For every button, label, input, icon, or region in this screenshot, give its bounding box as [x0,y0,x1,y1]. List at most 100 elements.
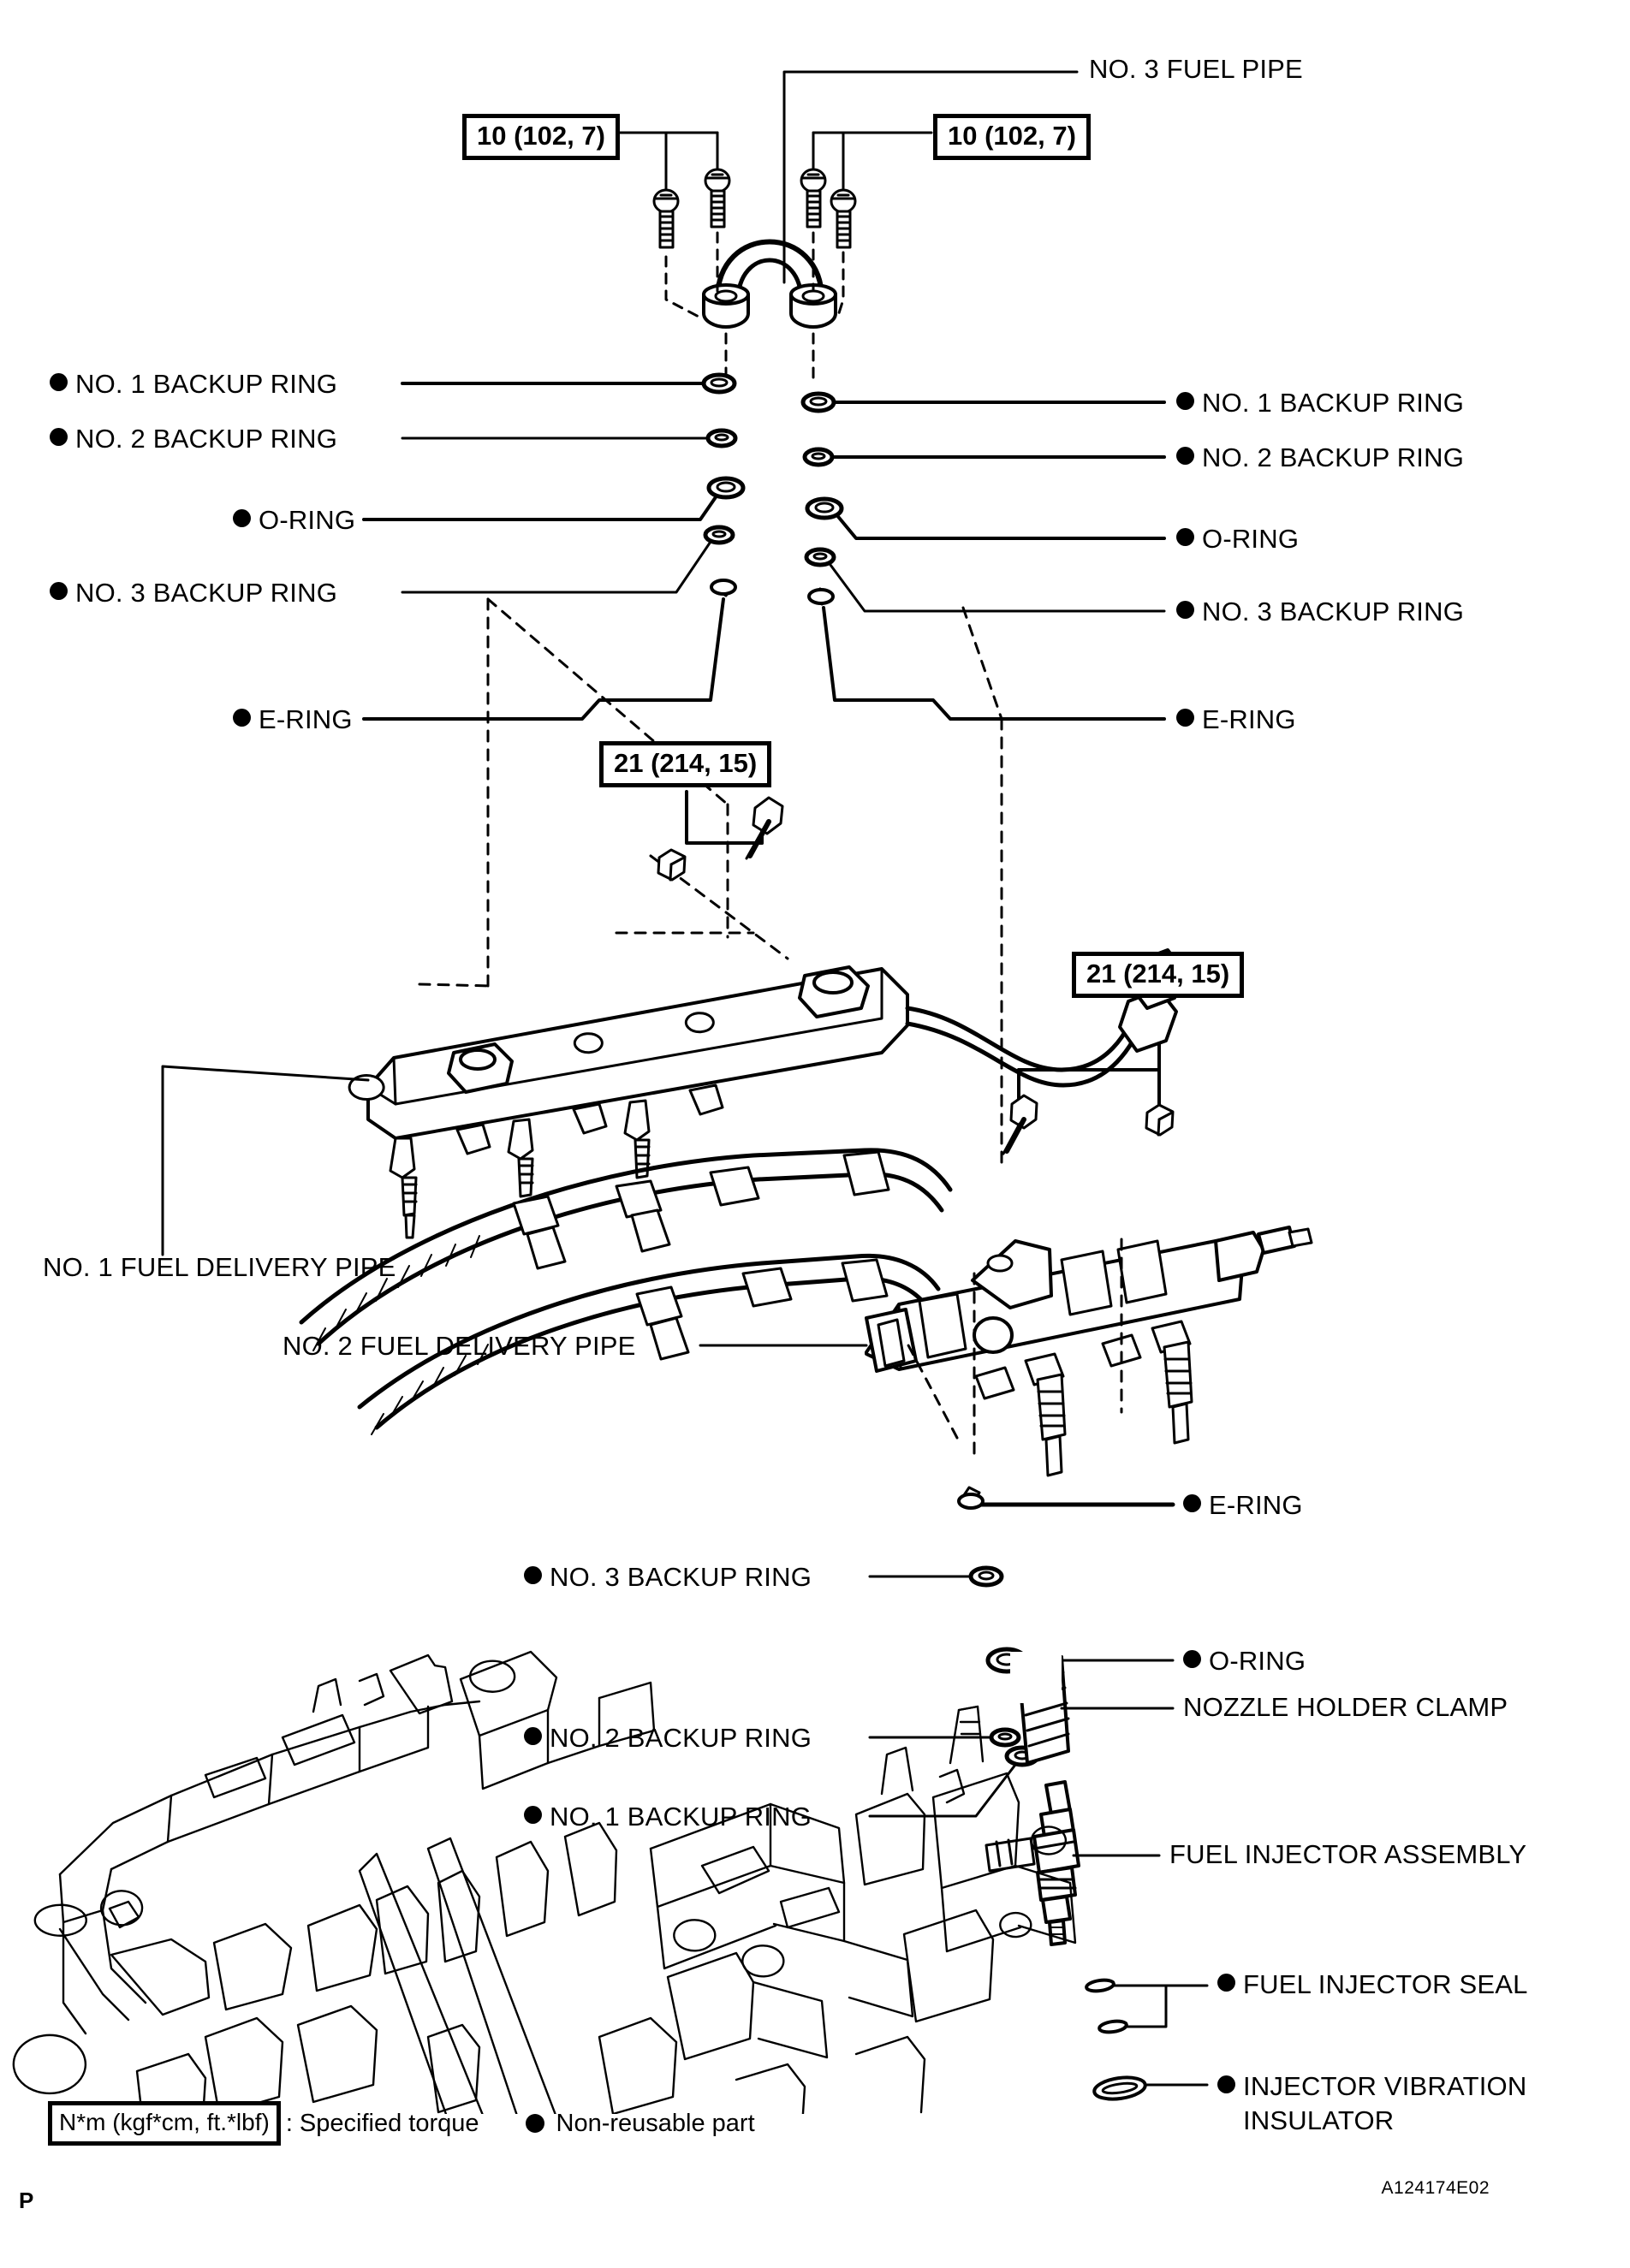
torque-value: 10 (102, 7) [477,121,605,151]
leader-no1-delivery-pipe [161,1065,370,1256]
callout-label: NOZZLE HOLDER CLAMP [1183,1692,1508,1722]
callout-label: NO. 2 FUEL DELIVERY PIPE [283,1331,636,1361]
leader-torque-mid [685,790,764,845]
callout-right-o-ring: O-RING [1176,525,1299,554]
non-reusable-bullet-icon [1183,1650,1201,1668]
non-reusable-bullet-icon [524,1806,542,1824]
callout-lower-no1-backup-ring: NO. 1 BACKUP RING [524,1802,812,1832]
callout-label: O-RING [1202,524,1300,554]
callout-label: NO. 1 BACKUP RING [1202,388,1465,418]
callout-right-e-ring: E-RING [1176,705,1296,734]
callout-label: O-RING [259,505,356,535]
callout-label: NO. 3 BACKUP RING [75,578,338,608]
callout-fuel-injector-seal: FUEL INJECTOR SEAL [1217,1970,1528,1999]
callout-left-no1-backup-ring: NO. 1 BACKUP RING [50,370,337,399]
callout-no1-fuel-delivery-pipe: NO. 1 FUEL DELIVERY PIPE [43,1253,396,1282]
callout-injector-vibration-insulator: INJECTOR VIBRATION INSULATOR [1217,2069,1585,2138]
non-reusable-bullet-icon [233,709,251,727]
leader-right-o-ring [805,496,1166,540]
non-reusable-bullet-icon [50,373,68,391]
non-reusable-bullet-icon [50,582,68,600]
torque-box-4: 21 (214, 15) [1072,952,1245,998]
callout-right-no2-backup-ring: NO. 2 BACKUP RING [1176,443,1464,472]
leader-right-no3-backup-ring [804,547,1166,613]
callout-label: NO. 1 FUEL DELIVERY PIPE [43,1252,396,1282]
nut-right-lower [1145,1103,1175,1137]
callout-right-no3-backup-ring: NO. 3 BACKUP RING [1176,597,1464,626]
torque-box-1: 10 (102, 7) [462,114,620,160]
non-reusable-bullet-icon [233,509,251,527]
leader-right-e-ring [807,587,1166,721]
assembly-dashes-no2-pipe [906,1238,1123,1457]
leader-left-no2-backup-ring [401,428,738,448]
callout-lower-no2-backup-ring: NO. 2 BACKUP RING [524,1724,812,1753]
torque-value: 10 (102, 7) [948,121,1076,151]
non-reusable-bullet-icon [1176,528,1194,546]
callout-label: FUEL INJECTOR SEAL [1243,1969,1528,1999]
leader-lower-e-ring [957,1486,1175,1510]
leader-lower-no2-backup-ring [868,1727,1021,1748]
non-reusable-bullet-icon [1176,601,1194,619]
fuel-injector-assembly-part [985,1780,1080,1946]
callout-lower-no3-backup-ring: NO. 3 BACKUP RING [524,1563,812,1592]
legend-non-reusable: Non-reusable part [525,2110,755,2138]
callout-label: E-RING [1202,704,1296,734]
callout-lower-e-ring: E-RING [1183,1491,1303,1520]
callout-label: E-RING [1209,1490,1303,1520]
leader-torque-right-top [812,131,933,193]
callout-nozzle-holder-clamp: NOZZLE HOLDER CLAMP [1183,1693,1508,1722]
callout-label: NO. 3 BACKUP RING [1202,597,1465,626]
torque-value: 21 (214, 15) [614,748,758,778]
leader-left-e-ring [362,579,737,721]
leader-left-o-ring [362,476,746,521]
callout-label-line2: INSULATOR [1243,2105,1395,2135]
callout-left-e-ring: E-RING [233,705,353,734]
leader-lower-no3-backup-ring [868,1565,1004,1588]
non-reusable-bullet-icon [524,1566,542,1584]
leader-left-no1-backup-ring [401,372,737,395]
bolt-left-a [652,188,680,249]
non-reusable-bullet-icon [524,1727,542,1745]
callout-label: O-RING [1209,1646,1306,1676]
bolt-mid-long [745,796,784,860]
legend: N*m (kgf*cm, ft.*lbf) : Specified torque… [48,2101,755,2146]
callout-label: NO. 3 FUEL PIPE [1089,54,1303,84]
bolt-right-lower [1002,1094,1038,1155]
non-reusable-bullet-icon [1176,709,1194,727]
fuel-injector-seal-part [1085,1978,1128,2034]
callout-label: NO. 2 BACKUP RING [75,424,338,454]
leader-fuel-injector-seal [1111,1984,1209,2028]
legend-torque-format: N*m (kgf*cm, ft.*lbf) [59,2109,270,2135]
no3-fuel-pipe-part [702,239,837,329]
callout-label: FUEL INJECTOR ASSEMBLY [1169,1839,1527,1869]
torque-box-2: 10 (102, 7) [933,114,1091,160]
torque-value: 21 (214, 15) [1086,959,1230,989]
leader-no3-fuel-pipe [782,70,1079,284]
callout-right-no1-backup-ring: NO. 1 BACKUP RING [1176,389,1464,418]
no1-fuel-delivery-pipe-part [348,948,1185,1239]
bolt-right-a [800,168,827,229]
bolt-left-b [704,168,731,229]
callout-lower-o-ring: O-RING [1183,1647,1306,1676]
wire-harness-upper [299,1148,953,1351]
callout-no3-fuel-pipe: NO. 3 FUEL PIPE [1089,55,1303,84]
torque-box-3: 21 (214, 15) [599,741,772,787]
non-reusable-bullet-icon [525,2114,544,2133]
callout-label: NO. 1 BACKUP RING [550,1802,812,1832]
reference-code: A124174E02 [1381,2178,1490,2198]
injector-vibration-insulator-part [1092,2075,1147,2101]
page-mark: P [19,2188,34,2213]
leader-right-no2-backup-ring [802,447,1166,467]
callout-left-no2-backup-ring: NO. 2 BACKUP RING [50,425,337,454]
leader-left-no3-backup-ring [401,525,735,594]
non-reusable-bullet-icon [1176,447,1194,465]
callout-left-o-ring: O-RING [233,506,355,535]
non-reusable-bullet-icon [1183,1494,1201,1512]
non-reusable-bullet-icon [1176,392,1194,410]
callout-no2-fuel-delivery-pipe: NO. 2 FUEL DELIVERY PIPE [283,1332,636,1361]
leader-lower-no1-backup-ring [868,1745,1040,1818]
non-reusable-bullet-icon [1217,2075,1235,2093]
callout-label: NO. 3 BACKUP RING [550,1562,812,1592]
